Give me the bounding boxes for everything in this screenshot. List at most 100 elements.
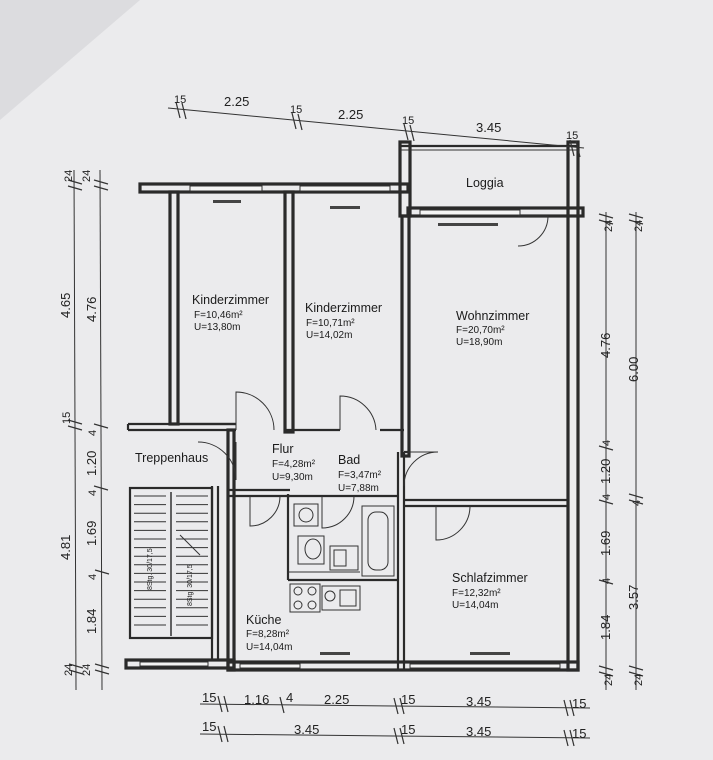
paper-shadow [0, 0, 140, 120]
staircase [134, 492, 208, 636]
window-stair [139, 661, 209, 667]
dim-left-outer-4: 4.81 [58, 535, 73, 560]
door-bad [321, 495, 355, 529]
door-kinder2 [339, 395, 377, 431]
dim-right-inner-2: 4 [601, 440, 613, 446]
dim-left-inner-2: 1.20 [84, 451, 99, 476]
bathtub-inner [367, 511, 389, 571]
dim-bottom2-4: 15 [572, 726, 586, 741]
room-perimeter: U=9,30m [272, 472, 313, 483]
room-perimeter: U=14,02m [306, 330, 352, 341]
dim-left-inner-4: 1.69 [84, 521, 99, 546]
dimension-right-inner: 24 4.76 4 1.20 4 1.69 4 1.84 24 [598, 212, 615, 690]
dim-top-0: 15 [174, 94, 186, 106]
dim-left-outer-6: 24 [81, 664, 93, 676]
window-sill-kinder1 [213, 200, 241, 203]
bottom-wall-stair [124, 658, 236, 670]
dim-left-inner-1: 4 [87, 430, 99, 436]
dim-bottom1-5: 3.45 [466, 694, 491, 709]
kitchen-sink-basin [333, 549, 347, 567]
room-wohnzimmer: Wohnzimmer F=20,70m² U=18,90m [456, 309, 529, 348]
window-sill-kinder2 [330, 206, 360, 209]
window-kinder2 [299, 185, 391, 192]
dim-right-inner-6: 4 [601, 578, 613, 584]
window-kinder1 [189, 185, 263, 192]
room-area: F=3,47m² [338, 470, 382, 481]
walls [124, 140, 585, 672]
fixtures [288, 503, 395, 613]
dim-bottom2-1: 3.45 [294, 722, 319, 737]
dim-top-3: 2.25 [338, 107, 363, 122]
dim-right-inner-7: 1.84 [598, 615, 613, 640]
dim-left-outer-5: 24 [63, 664, 75, 676]
room-kueche: Küche F=8,28m² U=14,04m [246, 613, 292, 653]
room-name: Kinderzimmer [192, 293, 269, 307]
stair-label-1: 8Stg. 30/17,5 [147, 548, 154, 590]
washbasin-bowl [298, 507, 314, 523]
dim-bottom2-2: 15 [401, 722, 415, 737]
room-area: F=20,70m² [456, 325, 505, 336]
doors [197, 215, 549, 541]
dimension-left-inner: 4.76 4 1.20 4 1.69 4 1.84 [84, 169, 110, 691]
dim-right-inner-4: 4 [601, 494, 613, 500]
room-name: Schlafzimmer [452, 571, 528, 585]
dim-top-5: 3.45 [476, 120, 501, 135]
dim-bottom1-6: 15 [572, 696, 586, 711]
room-bad: Bad F=3,47m² U=7,88m [338, 453, 382, 494]
bottom-wall-main [226, 660, 580, 672]
dim-bottom1-1: 1.16 [244, 692, 269, 707]
door-schlaf [435, 505, 471, 541]
room-kinderzimmer-1: Kinderzimmer F=10,46m² U=13,80m [192, 293, 269, 333]
window-sill-kitchen [320, 652, 350, 655]
stove-burner-4 [307, 600, 317, 610]
dim-bottom1-0: 15 [202, 690, 216, 705]
door-kinder1 [235, 391, 275, 431]
dim-right-outer-4: 24 [633, 674, 645, 686]
room-name: Wohnzimmer [456, 309, 529, 323]
dim-top-6: 15 [566, 130, 578, 142]
window-kitchen [239, 663, 301, 669]
door-kitchen [249, 495, 281, 527]
partition-kinder [283, 190, 295, 434]
windows [139, 185, 561, 669]
room-perimeter: U=7,88m [338, 483, 379, 494]
stove [289, 583, 321, 613]
dim-right-outer-0: 24 [633, 220, 645, 232]
door-entry [197, 441, 237, 481]
room-area: F=10,71m² [306, 318, 355, 329]
dim-bottom1-3: 2.25 [324, 692, 349, 707]
stair-label-2: 8Stg. 30/17,5 [187, 564, 194, 606]
dimension-bottom-2: 15 3.45 15 3.45 15 [199, 719, 591, 747]
room-schlafzimmer: Schlafzimmer F=12,32m² U=14,04m [452, 571, 528, 611]
dim-left-inner-5: 4 [87, 574, 99, 580]
dim-right-inner-3: 1.20 [598, 459, 613, 484]
door-loggia [517, 215, 549, 247]
room-loggia: Loggia [466, 176, 504, 190]
dimension-left-outer: 24 24 4.65 15 4.81 24 24 [58, 170, 93, 691]
dimension-bottom-1: 15 1.16 4 2.25 15 3.45 15 [199, 690, 591, 717]
dim-right-inner-1: 4.76 [598, 333, 613, 358]
room-area: F=12,32m² [452, 588, 501, 599]
kitchen-sink-2-basin [339, 589, 357, 607]
window-sill-wohn [438, 223, 498, 226]
dim-left-outer-0: 24 [63, 170, 75, 182]
dim-bottom1-4: 15 [401, 692, 415, 707]
room-area: F=8,28m² [246, 629, 290, 640]
room-treppenhaus: Treppenhaus [135, 451, 208, 465]
room-name: Küche [246, 613, 281, 627]
room-name: Kinderzimmer [305, 301, 382, 315]
dim-right-inner-0: 24 [603, 220, 615, 232]
dim-right-outer-1: 6.00 [626, 357, 641, 382]
window-wohn [419, 209, 521, 216]
partition-wohn [400, 214, 411, 458]
dim-top-4: 15 [402, 115, 414, 127]
stair-arrow [179, 534, 201, 556]
toilet [297, 535, 325, 565]
window-schlaf [409, 663, 561, 669]
dim-right-inner-5: 1.69 [598, 531, 613, 556]
dim-right-outer-3: 3.57 [626, 585, 641, 610]
bathtub [361, 505, 395, 577]
dimension-right-outer: 24 6.00 4 3.57 24 [626, 212, 645, 690]
stove-burner-2 [307, 586, 317, 596]
